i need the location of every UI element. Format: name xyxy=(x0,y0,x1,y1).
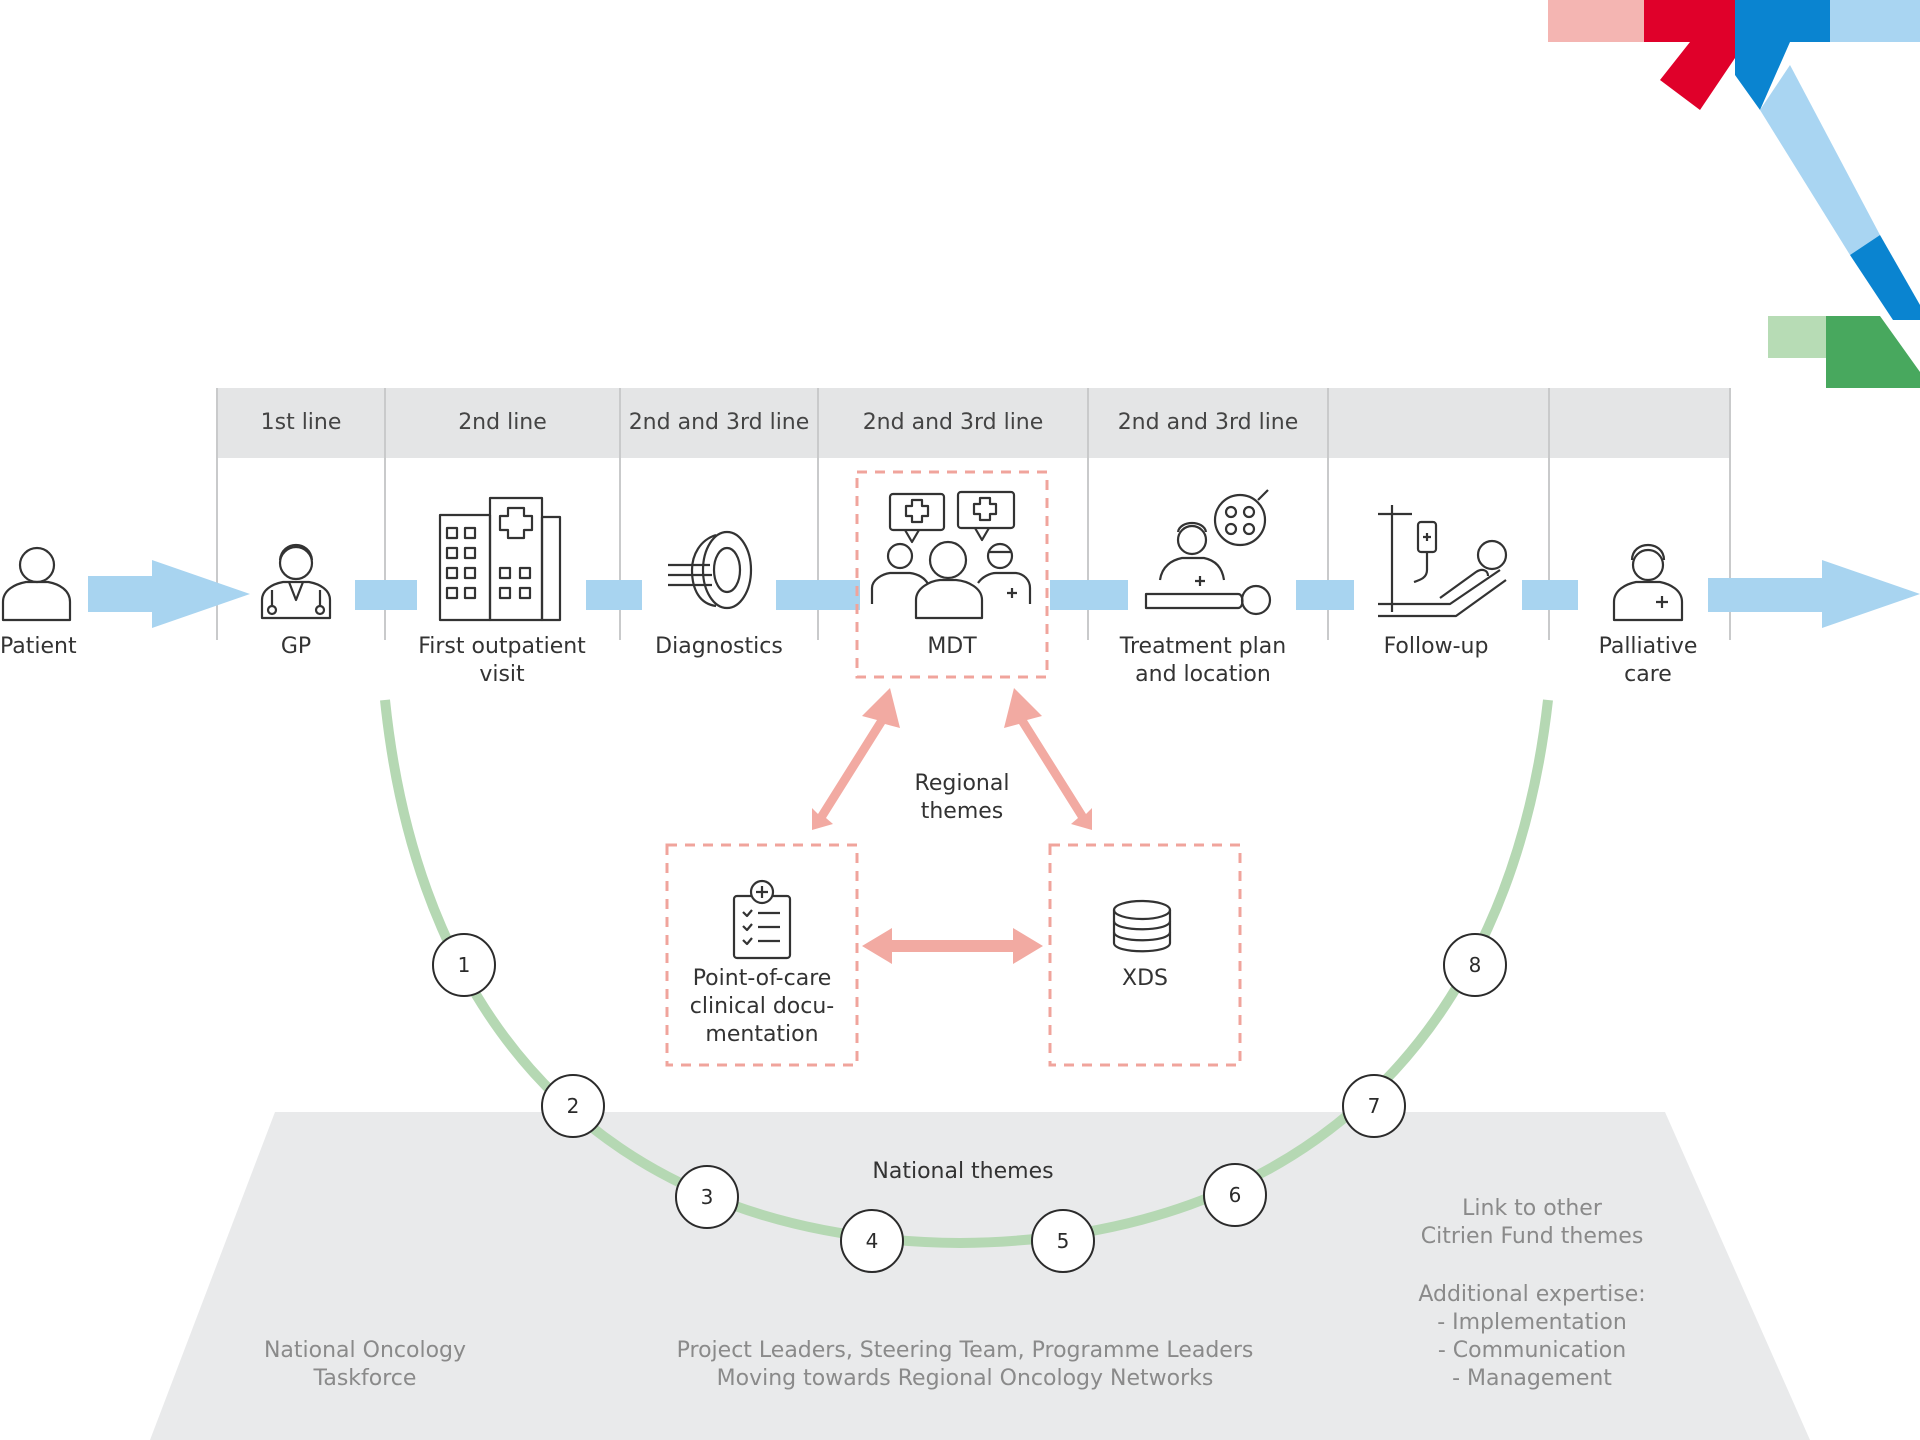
national-theme-node-7: 7 xyxy=(1342,1074,1406,1138)
national-theme-node-8: 8 xyxy=(1443,933,1507,997)
national-themes-label: National themes xyxy=(872,1159,1054,1184)
header-diagnostics-line: 2nd and 3rd line xyxy=(628,410,810,435)
documentation-box xyxy=(665,843,859,1067)
nurse-icon xyxy=(1612,544,1684,622)
step-gp: GP xyxy=(280,634,312,659)
flow-arrow-end xyxy=(1822,560,1920,628)
step-mdt: MDT xyxy=(927,634,977,659)
project-leaders-text: Project Leaders, Steering Team, Programm… xyxy=(676,1338,1254,1391)
scanner-icon xyxy=(668,530,753,610)
mdt-box xyxy=(855,470,1049,679)
national-theme-node-6: 6 xyxy=(1203,1163,1267,1227)
arrow-documentation-xds xyxy=(862,928,1043,964)
step-follow-up: Follow-up xyxy=(1383,634,1489,659)
regional-themes-label: Regional themes xyxy=(914,771,1010,824)
xds-label: XDS xyxy=(1122,966,1168,991)
surgery-icon xyxy=(1144,489,1272,616)
regional-arrows xyxy=(812,688,1092,964)
header-band xyxy=(217,388,1730,458)
database-icon xyxy=(1112,899,1172,953)
step-palliative-care: Palliative care xyxy=(1598,634,1698,687)
national-theme-node-5: 5 xyxy=(1031,1209,1095,1273)
brand-logo xyxy=(1548,0,1920,388)
xds-box xyxy=(1048,843,1242,1067)
national-platform xyxy=(150,1112,1810,1440)
national-theme-node-1: 1 xyxy=(432,933,496,997)
header-treatment-line: 2nd and 3rd line xyxy=(1117,410,1299,435)
arrow-mdt-documentation xyxy=(812,688,900,830)
patient-flow xyxy=(88,560,1920,628)
flow-arrow-start xyxy=(152,560,250,628)
step-first-outpatient-visit: First outpatient visit xyxy=(418,634,586,687)
step-diagnostics: Diagnostics xyxy=(655,634,783,659)
header-2nd-line: 2nd line xyxy=(458,410,547,435)
doctor-icon xyxy=(260,544,332,620)
national-theme-node-4: 4 xyxy=(840,1209,904,1273)
link-other-themes: Link to other Citrien Fund themes xyxy=(1420,1196,1644,1249)
clipboard-icon xyxy=(732,879,792,960)
header-mdt-line: 2nd and 3rd line xyxy=(862,410,1044,435)
hospital-bed-icon xyxy=(1378,505,1508,618)
header-1st-line: 1st line xyxy=(260,410,342,435)
national-oncology-taskforce: National Oncology Taskforce xyxy=(263,1338,467,1391)
additional-expertise: Additional expertise: - Implementation -… xyxy=(1418,1282,1646,1391)
team-discussion-icon xyxy=(870,490,1032,620)
step-patient: Patient xyxy=(0,634,77,659)
hospital-icon xyxy=(438,496,562,622)
national-theme-node-2: 2 xyxy=(541,1074,605,1138)
arrow-mdt-xds xyxy=(1004,688,1092,830)
national-theme-node-3: 3 xyxy=(675,1165,739,1229)
person-icon xyxy=(1,546,72,622)
step-treatment-plan: Treatment plan and location xyxy=(1119,634,1287,687)
documentation-label: Point-of-care clinical docu- mentation xyxy=(689,966,835,1047)
